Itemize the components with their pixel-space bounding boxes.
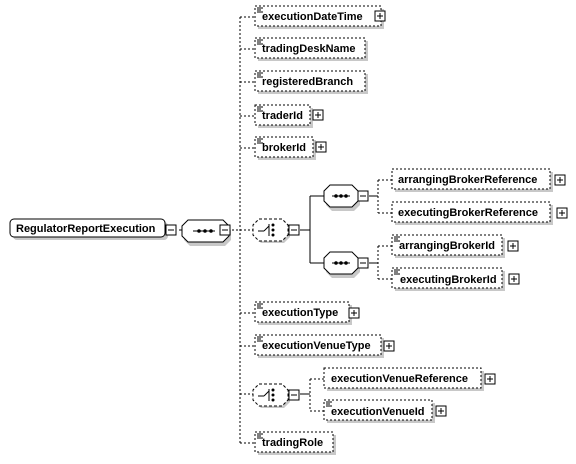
element-execution-type[interactable]: executionType xyxy=(254,301,360,325)
element-registered-branch[interactable]: registeredBranch xyxy=(254,70,368,94)
connector-lines xyxy=(179,16,392,444)
element-execution-date-time[interactable]: executionDateTime xyxy=(254,5,386,29)
plus-box-icon[interactable] xyxy=(435,405,447,417)
element-label: executionType xyxy=(262,307,338,319)
minus-box-icon[interactable] xyxy=(357,257,369,269)
documentation-lines-icon xyxy=(326,401,332,407)
documentation-lines-icon xyxy=(257,336,263,342)
plus-box-icon[interactable] xyxy=(383,340,395,352)
plus-box-icon[interactable] xyxy=(556,207,568,219)
element-execution-venue-reference[interactable]: executionVenueReference xyxy=(323,367,496,391)
element-trading-role[interactable]: tradingRole xyxy=(254,431,336,455)
documentation-lines-icon xyxy=(394,269,400,275)
element-label: brokerId xyxy=(262,142,306,154)
plus-box-icon[interactable] xyxy=(374,10,386,22)
minus-box-icon[interactable] xyxy=(288,224,300,236)
documentation-lines-icon xyxy=(257,72,263,78)
element-executing-broker-id[interactable]: executingBrokerId xyxy=(391,267,520,291)
documentation-lines-icon xyxy=(257,138,263,144)
root-element[interactable]: RegulatorReportExecution xyxy=(9,218,177,240)
documentation-lines-icon xyxy=(257,433,263,439)
element-execution-venue-type[interactable]: executionVenueType xyxy=(254,334,395,358)
documentation-lines-icon xyxy=(257,7,263,13)
element-label: executingBrokerReference xyxy=(398,207,538,219)
documentation-lines-icon xyxy=(257,106,263,112)
choice-compositor-icon[interactable] xyxy=(252,218,300,243)
element-label: executionVenueReference xyxy=(331,373,468,385)
element-label: tradingDeskName xyxy=(262,43,356,55)
element-trading-desk-name[interactable]: tradingDeskName xyxy=(254,37,368,61)
documentation-lines-icon xyxy=(257,39,263,45)
element-label: arrangingBrokerId xyxy=(399,240,495,252)
minus-box-icon[interactable] xyxy=(357,190,369,202)
plus-box-icon[interactable] xyxy=(484,373,496,385)
choice-compositor-icon[interactable] xyxy=(252,383,300,408)
element-label: traderId xyxy=(262,110,303,122)
element-broker-id[interactable]: brokerId xyxy=(254,136,327,160)
documentation-lines-icon xyxy=(257,303,263,309)
plus-box-icon[interactable] xyxy=(508,273,520,285)
minus-box-icon[interactable] xyxy=(219,224,231,236)
minus-box-icon[interactable] xyxy=(165,224,177,236)
minus-box-icon[interactable] xyxy=(288,389,300,401)
plus-box-icon[interactable] xyxy=(312,109,324,121)
sequence-compositor-icon[interactable] xyxy=(181,219,231,246)
element-label: tradingRole xyxy=(262,437,323,449)
plus-box-icon[interactable] xyxy=(348,307,360,319)
element-label: executionVenueId xyxy=(331,406,425,418)
element-label: executingBrokerId xyxy=(400,274,497,286)
element-arranging-broker-reference[interactable]: arrangingBrokerReference xyxy=(391,168,566,192)
element-label: registeredBranch xyxy=(262,76,353,88)
plus-box-icon[interactable] xyxy=(554,174,566,186)
element-execution-venue-id[interactable]: executionVenueId xyxy=(323,399,447,423)
root-element-label: RegulatorReportExecution xyxy=(16,223,156,235)
element-label: executionVenueType xyxy=(262,340,371,352)
plus-box-icon[interactable] xyxy=(507,240,519,252)
sequence-compositor-icon[interactable] xyxy=(323,251,369,278)
element-trader-id[interactable]: traderId xyxy=(254,104,324,128)
documentation-lines-icon xyxy=(394,236,400,242)
element-label: executionDateTime xyxy=(262,11,363,23)
element-executing-broker-reference[interactable]: executingBrokerReference xyxy=(391,201,568,225)
plus-box-icon[interactable] xyxy=(315,141,327,153)
sequence-compositor-icon[interactable] xyxy=(323,184,369,211)
element-label: arrangingBrokerReference xyxy=(398,174,537,186)
element-arranging-broker-id[interactable]: arrangingBrokerId xyxy=(391,234,519,258)
